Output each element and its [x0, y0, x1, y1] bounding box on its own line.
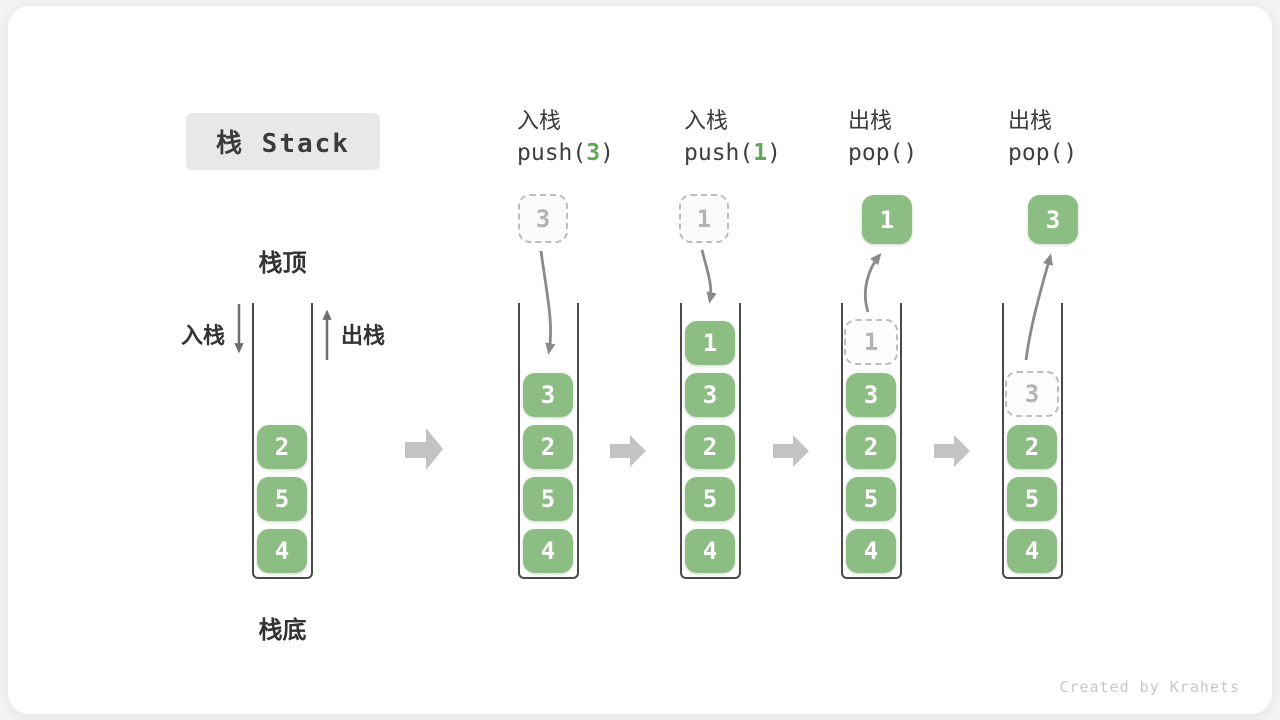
op-label: 入栈 — [684, 108, 729, 133]
op-fn: push( — [517, 140, 587, 166]
op-label: 出栈 — [848, 108, 893, 133]
stack-cell: 4 — [523, 529, 573, 573]
push-side-label: 入栈 — [180, 323, 225, 348]
ghost-cell: 1 — [844, 319, 898, 365]
ghost-cell: 3 — [1005, 371, 1059, 417]
stack-cell: 3 — [685, 373, 735, 417]
op-arg: 3 — [586, 140, 601, 166]
stack-cell: 5 — [846, 477, 896, 521]
stack-cell: 4 — [685, 529, 735, 573]
stack-cell: 2 — [257, 425, 307, 469]
op-code: pop() — [1008, 136, 1178, 170]
op-fn: pop( — [848, 140, 904, 166]
op-close: ) — [600, 140, 614, 166]
stack-bottom-label: 栈底 — [258, 617, 307, 644]
stack-cell: 1 — [685, 321, 735, 365]
stack-cell: 2 — [846, 425, 896, 469]
op-fn: push( — [684, 140, 754, 166]
stack-container-4: 1 3 2 5 4 — [841, 303, 902, 579]
op-header-push-1: 入栈 push(1) — [684, 106, 854, 170]
op-header-pop-1: 出栈 pop() — [848, 106, 1018, 170]
op-close: ) — [903, 140, 918, 166]
floating-push-value: 1 — [679, 194, 729, 243]
op-close: ) — [1063, 140, 1078, 166]
floating-push-value: 3 — [518, 194, 568, 243]
op-header-pop-2: 出栈 pop() — [1008, 106, 1178, 170]
stack-cell: 2 — [1007, 425, 1057, 469]
stack-container-5: 3 2 5 4 — [1002, 303, 1063, 579]
stack-cell: 4 — [1007, 529, 1057, 573]
op-code: pop() — [848, 136, 1018, 170]
op-label: 入栈 — [517, 108, 562, 133]
title-text: 栈 Stack — [216, 129, 350, 159]
stack-container-1: 2 5 4 — [252, 303, 313, 579]
op-header-push-3: 入栈 push(3) — [517, 106, 687, 170]
op-close: ) — [767, 140, 781, 166]
stack-container-3: 1 3 2 5 4 — [680, 303, 741, 579]
stack-top-label: 栈顶 — [258, 250, 307, 277]
op-fn: pop( — [1008, 140, 1064, 166]
stack-cell: 4 — [257, 529, 307, 573]
stack-container-2: 3 2 5 4 — [518, 303, 579, 579]
watermark: Created by Krahets — [1059, 678, 1240, 696]
stack-cell: 5 — [685, 477, 735, 521]
stack-cell: 5 — [523, 477, 573, 521]
stack-cell: 3 — [846, 373, 896, 417]
stack-cell: 5 — [1007, 477, 1057, 521]
stack-cell: 5 — [257, 477, 307, 521]
stack-cell: 2 — [685, 425, 735, 469]
stack-cell: 4 — [846, 529, 896, 573]
pop-side-label: 出栈 — [341, 323, 386, 348]
op-code: push(3) — [517, 136, 687, 170]
floating-popped-value: 1 — [862, 195, 912, 244]
op-code: push(1) — [684, 136, 854, 170]
floating-popped-value: 3 — [1028, 195, 1078, 244]
op-arg: 1 — [753, 140, 768, 166]
title-badge: 栈 Stack — [186, 113, 380, 170]
stack-cell: 2 — [523, 425, 573, 469]
op-label: 出栈 — [1008, 108, 1053, 133]
stack-cell: 3 — [523, 373, 573, 417]
